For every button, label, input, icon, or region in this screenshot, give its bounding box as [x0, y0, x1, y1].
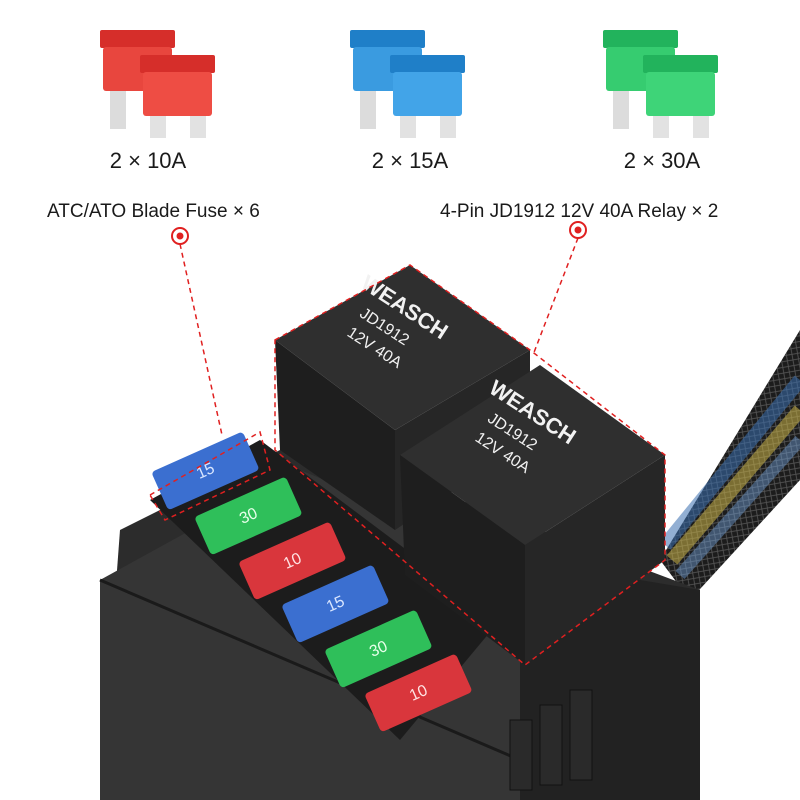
- fuse-callout-marker: [148, 227, 271, 521]
- blue-fuse-quantity: 2 × 15A: [371, 148, 449, 173]
- red-blade-fuse-icon: [100, 30, 215, 138]
- green-blade-fuse-icon: [603, 30, 718, 138]
- relay-callout-label: 4-Pin JD1912 12V 40A Relay × 2: [440, 201, 719, 222]
- fuse-callout-label: ATC/ATO Blade Fuse × 6: [47, 201, 260, 222]
- fuse-rating-2: 30: [237, 505, 260, 528]
- wire-harness: [659, 330, 800, 600]
- fuse-rating-5: 30: [367, 638, 390, 661]
- red-fuse-quantity: 2 × 10A: [109, 148, 187, 173]
- relay-callout-marker: [274, 221, 666, 666]
- blue-blade-fuse-icon: [350, 30, 465, 138]
- fuse-rating-6: 10: [407, 682, 430, 705]
- green-fuse-quantity: 2 × 30A: [623, 148, 701, 173]
- fuse-rating-4: 15: [324, 593, 347, 616]
- inserted-fuses: 15 30 10 15 30 10: [152, 432, 472, 732]
- relay-2: WEASCH JD1912 12V 40A: [400, 365, 665, 665]
- fuse-rating-3: 10: [281, 550, 304, 573]
